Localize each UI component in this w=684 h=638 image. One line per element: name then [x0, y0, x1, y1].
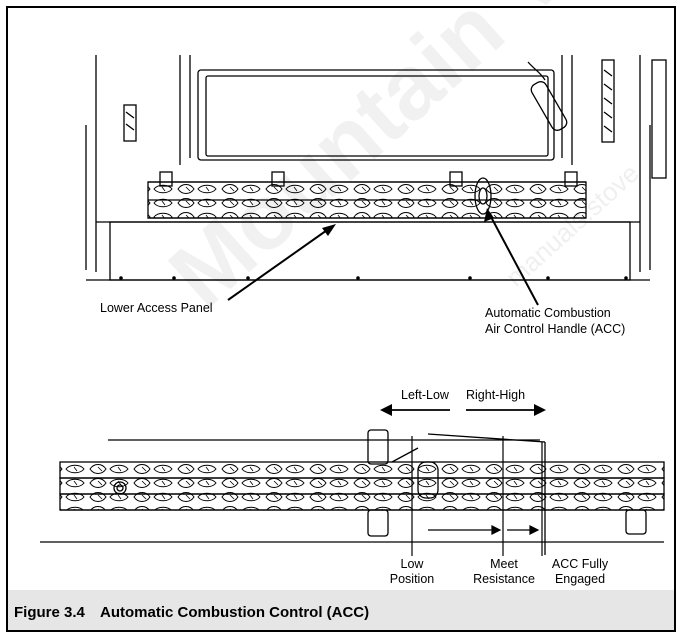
- acc-detail-view: [40, 429, 665, 555]
- acc-engaged-line1: ACC Fully: [551, 557, 609, 571]
- caption-bar: [8, 590, 674, 630]
- right-high-arrow: [466, 404, 546, 416]
- figure-number: Figure 3.4: [14, 604, 85, 621]
- lower-access-panel-leader: [227, 224, 336, 301]
- lower-access-panel-label: Lower Access Panel: [100, 301, 213, 315]
- figure-caption: Figure 3.4 Automatic Combustion Control (…: [14, 604, 369, 621]
- figure-frame: [6, 6, 676, 632]
- acc-handle-label-line2: Air Control Handle (ACC): [485, 322, 626, 336]
- meet-resistance-line1: Meet: [490, 557, 518, 571]
- position-markers: [411, 436, 543, 556]
- low-position-line1: Low: [400, 557, 424, 571]
- left-low-arrow: [380, 404, 450, 416]
- left-low-label: Left-Low: [401, 388, 449, 402]
- acc-engaged-line2: Engaged: [554, 572, 606, 586]
- figure-title: Automatic Combustion Control (ACC): [100, 604, 370, 621]
- acc-handle-leader: [484, 208, 539, 306]
- acc-handle-label-line1: Automatic Combustion: [485, 306, 611, 320]
- right-high-label: Right-High: [466, 388, 526, 402]
- meet-resistance-line2: Resistance: [473, 572, 535, 586]
- low-position-line2: Position: [389, 572, 435, 586]
- stove-front-view: [85, 55, 667, 281]
